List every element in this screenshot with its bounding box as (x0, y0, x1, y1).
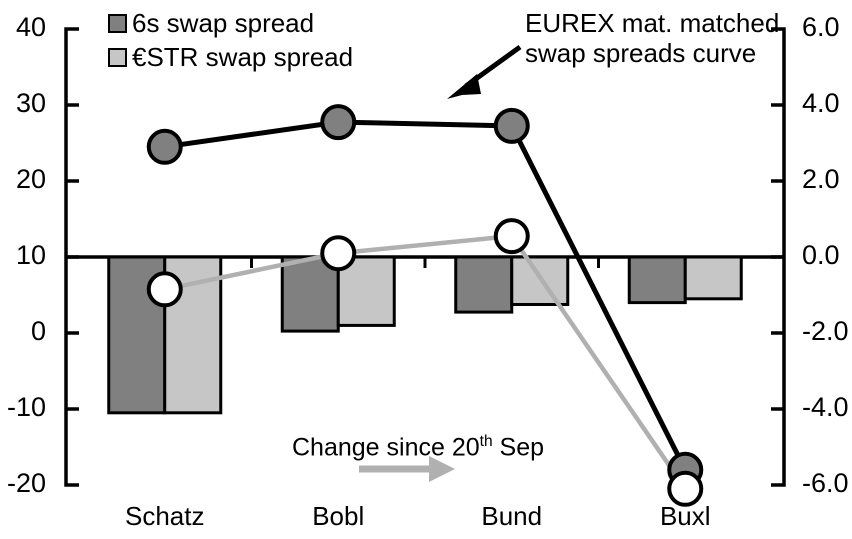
bar-bund-6s (454, 255, 514, 314)
change-arrow-head (429, 456, 455, 482)
right-axis-tick-label-5: -4.0 (802, 392, 849, 422)
legend-label-estr: €STR swap spread (132, 42, 354, 72)
category-label-bobl: Bobl (312, 501, 365, 531)
right-axis-tick-label-2: 2.0 (802, 164, 840, 194)
left-axis-tick-label-4: 0 (30, 316, 46, 346)
annotation-eurex-line2: swap spreads curve (525, 38, 757, 68)
left-axis-tick-label-6: -20 (6, 468, 46, 498)
left-axis-tick-label-1: 30 (15, 88, 46, 118)
marker-change-buxl (667, 470, 704, 507)
legend-item-6s-swap-spread: 6s swap spread (108, 6, 353, 40)
bar-buxl-estr (683, 255, 743, 301)
legend-swatch-estr (108, 47, 127, 67)
eurex-arrow-head (447, 74, 481, 99)
annotation-eurex-line1: EUREX mat. matched (525, 8, 780, 38)
left-axis-tick-label-0: 40 (15, 12, 46, 42)
annotation-eurex: EUREX mat. matched swap spreads curve (525, 8, 779, 68)
right-axis-tick-label-6: -6.0 (802, 468, 849, 498)
marker-change-bund (493, 218, 530, 255)
right-axis-tick-label-1: 4.0 (802, 88, 840, 118)
line-eurex-swap-spreads-curve (164, 119, 688, 471)
marker-eurex-schatz (146, 128, 183, 165)
marker-change-schatz (146, 271, 183, 308)
legend-swatch-6s (108, 13, 127, 33)
annotation-change-since: Change since 20th Sep (292, 427, 544, 462)
chart-legend: 6s swap spread €STR swap spread (108, 6, 353, 74)
marker-eurex-bobl (320, 104, 357, 141)
category-label-schatz: Schatz (125, 501, 205, 531)
category-label-buxl: Buxl (659, 501, 711, 531)
left-axis-tick-label-5: -10 (6, 392, 46, 422)
bar-buxl-6s (627, 255, 687, 305)
legend-label-6s: 6s swap spread (132, 8, 315, 38)
marker-change-bobl (320, 235, 357, 272)
left-axis-tick-label-2: 20 (15, 164, 46, 194)
right-axis-tick-label-3: 0.0 (802, 240, 840, 270)
category-label-bund: Bund (481, 501, 543, 531)
legend-item-estr-swap-spread: €STR swap spread (108, 40, 353, 74)
annotation-change-prefix: Change since 20 (292, 433, 480, 462)
right-axis-tick-label-4: -2.0 (802, 316, 849, 346)
annotation-change-suffix: Sep (492, 433, 545, 462)
line-change-since-20th-sep (164, 233, 688, 491)
annotation-change-ordinal: th (479, 433, 493, 450)
left-axis-tick-label-3: 10 (15, 240, 46, 270)
right-axis-tick-label-0: 6.0 (802, 12, 840, 42)
marker-eurex-bund (493, 107, 530, 144)
